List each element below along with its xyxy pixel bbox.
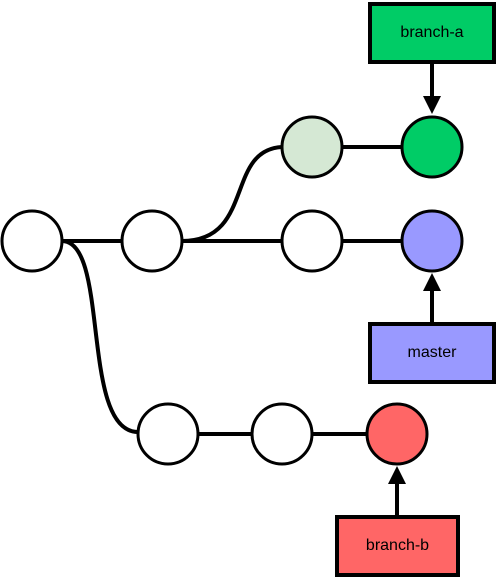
master-label: master (407, 344, 457, 361)
master-label-box (368, 322, 496, 384)
commit-branch-a-parent (280, 115, 344, 179)
commit-b2 (250, 402, 314, 466)
commit-branch-b-head (365, 402, 429, 466)
commit-master-head (400, 209, 464, 273)
edge-c1-to-branch-a-parent (181, 145, 283, 243)
arrow-up-icon (423, 273, 441, 324)
commit-c1 (120, 209, 184, 273)
branch-a-label: branch-a (400, 24, 464, 41)
branch-b-label-box (335, 515, 460, 577)
branch-b-label: branch-b (365, 537, 430, 554)
arrow-up-icon (388, 466, 406, 517)
arrow-down-icon (423, 62, 441, 114)
edge-root-to-branch-b-first (61, 239, 139, 434)
commit-root (0, 209, 64, 273)
commit-b1 (136, 402, 200, 466)
commit-branch-a-head (400, 115, 464, 179)
commit-c2 (280, 209, 344, 273)
